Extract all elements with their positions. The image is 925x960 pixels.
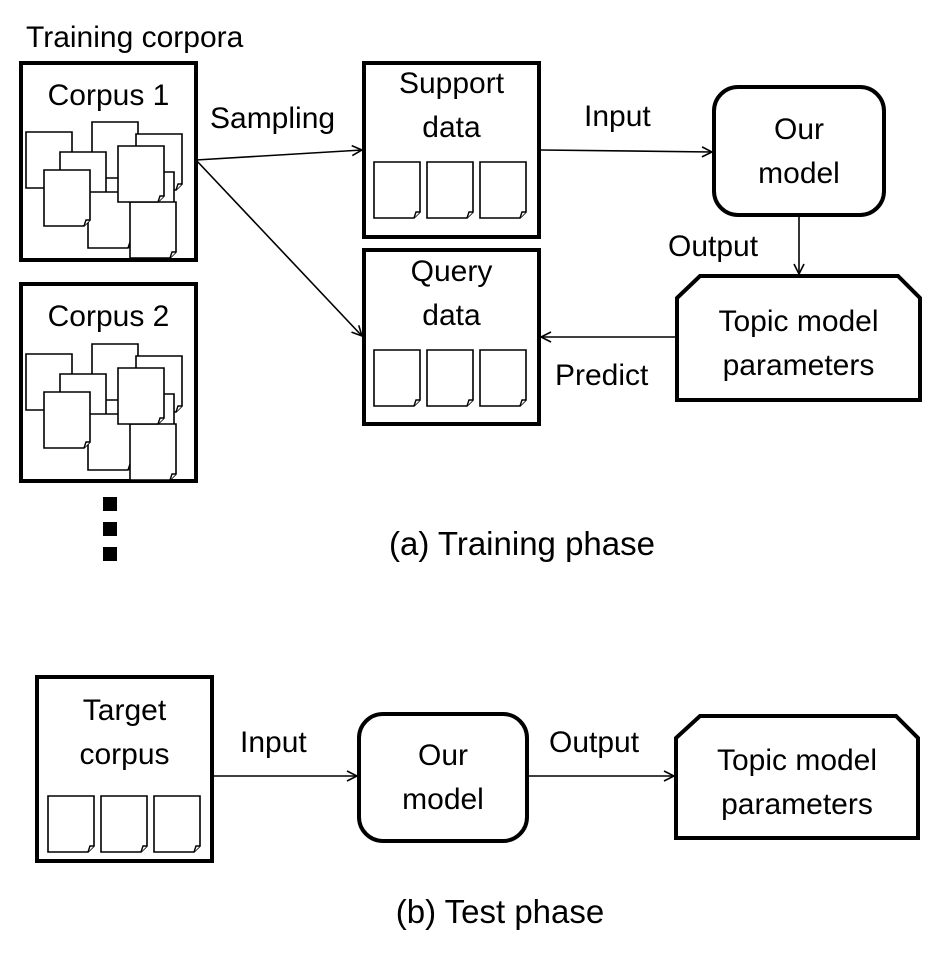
sampling-label: Sampling <box>210 102 336 135</box>
corpus-1-label: Corpus 1 <box>47 79 170 112</box>
support-data-box <box>362 61 541 239</box>
output-label-test: Output <box>549 726 640 759</box>
model-label-training-line2: model <box>758 157 840 190</box>
more-corpora-dot-2 <box>103 522 117 536</box>
input-label-training: Input <box>584 100 651 133</box>
target-corpus-label-line2: corpus <box>79 738 170 771</box>
topic-params-box-test <box>674 714 920 840</box>
corpus-2-box <box>19 282 198 483</box>
params-label-training-line1: Topic model <box>718 305 879 338</box>
training-corpora-heading: Training corpora <box>26 21 244 54</box>
model-label-test-line1: Our <box>417 739 468 772</box>
sampling-arrow-query <box>195 159 362 336</box>
target-corpus-box <box>35 675 214 863</box>
predict-label: Predict <box>555 359 649 392</box>
query-label-line1: Query <box>410 255 493 288</box>
query-label-line2: data <box>422 299 481 332</box>
training-phase-caption: (a) Training phase <box>389 525 655 562</box>
topic-params-box-training <box>675 274 922 402</box>
corpus-2-label: Corpus 2 <box>47 300 170 333</box>
model-label-test-line2: model <box>402 783 484 816</box>
input-arrow-training <box>540 150 712 152</box>
target-corpus-label-line1: Target <box>82 694 167 727</box>
more-corpora-dot-1 <box>103 497 117 511</box>
params-label-test-line2: parameters <box>721 788 873 821</box>
output-label-training: Output <box>668 230 759 263</box>
input-label-test: Input <box>240 726 307 759</box>
sampling-arrow-support <box>195 150 362 161</box>
query-data-box <box>362 248 541 426</box>
our-model-box-test <box>357 712 529 843</box>
support-label-line1: Support <box>398 67 505 100</box>
support-label-line2: data <box>422 111 481 144</box>
params-label-training-line2: parameters <box>722 349 875 382</box>
params-label-test-line1: Topic model <box>716 744 878 777</box>
corpus-1-box <box>19 61 198 262</box>
model-label-training-line1: Our <box>773 113 824 146</box>
test-phase-caption: (b) Test phase <box>395 893 605 930</box>
more-corpora-dot-3 <box>103 547 117 561</box>
